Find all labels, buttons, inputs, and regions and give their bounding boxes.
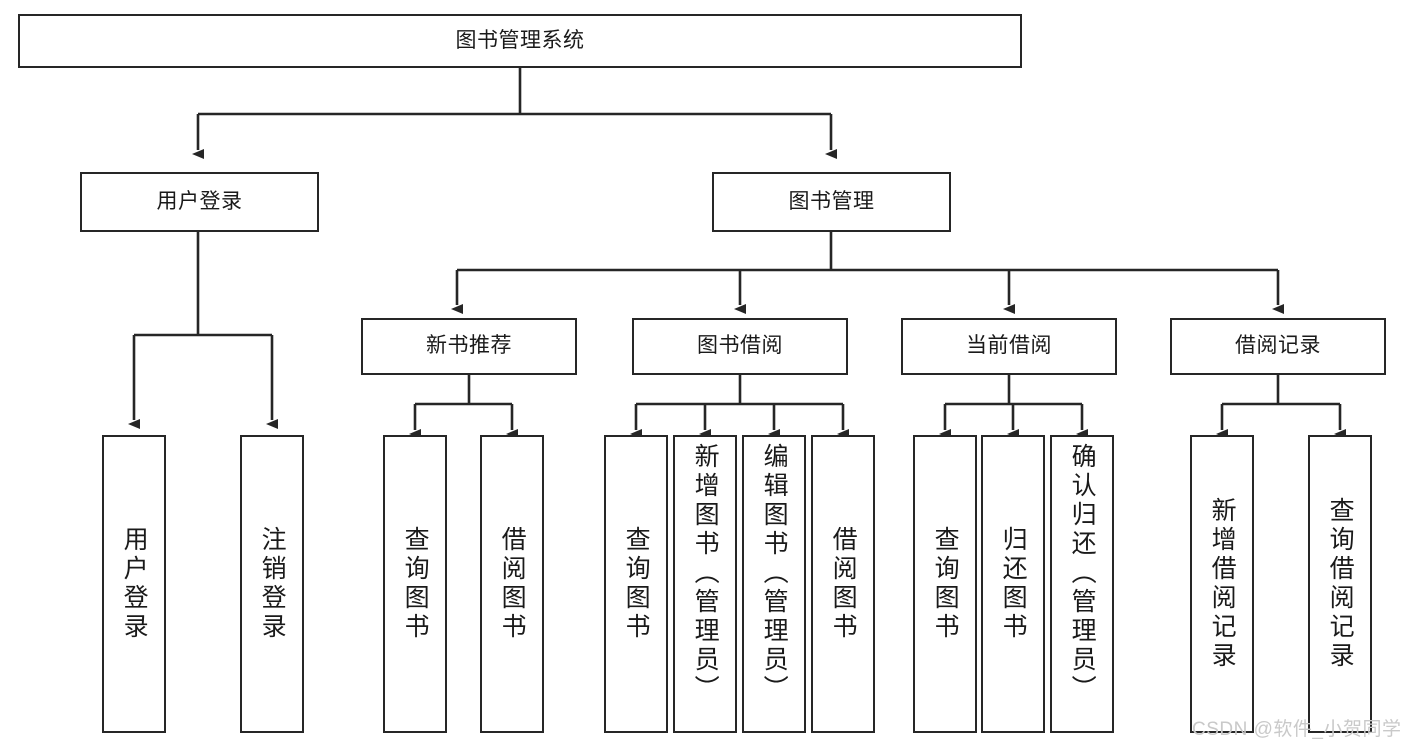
node-label: 查询借阅记录 — [1326, 497, 1355, 671]
leaf-logout[interactable]: 注销登录 — [240, 435, 304, 733]
node-label: 注销登录 — [258, 526, 287, 642]
csdn-watermark: CSDN @软件_小贺同学 — [1192, 719, 1402, 740]
node-label: 借阅记录 — [1235, 334, 1321, 358]
leaf-query-borrow-record[interactable]: 查询借阅记录 — [1308, 435, 1372, 733]
node-new-book-recommend[interactable]: 新书推荐 — [361, 318, 577, 375]
node-label: 确认归还（管理员） — [1068, 443, 1097, 704]
node-current-borrow[interactable]: 当前借阅 — [901, 318, 1117, 375]
node-label: 当前借阅 — [966, 334, 1052, 358]
node-label: 查询图书 — [622, 526, 651, 642]
leaf-user-login[interactable]: 用户登录 — [102, 435, 166, 733]
node-label: 归还图书 — [999, 526, 1028, 642]
node-label: 用户登录 — [156, 189, 243, 213]
node-book-borrow[interactable]: 图书借阅 — [632, 318, 848, 375]
node-label: 查询图书 — [931, 526, 960, 642]
leaf-add-book-admin[interactable]: 新增图书（管理员） — [673, 435, 737, 733]
leaf-query-book-borrow[interactable]: 查询图书 — [604, 435, 668, 733]
leaf-add-borrow-record[interactable]: 新增借阅记录 — [1190, 435, 1254, 733]
node-label: 借阅图书 — [829, 526, 858, 642]
node-label: 借阅图书 — [498, 526, 527, 642]
node-label: 查询图书 — [401, 526, 430, 642]
node-root-book-management-system[interactable]: 图书管理系统 — [18, 14, 1022, 68]
leaf-query-book-current[interactable]: 查询图书 — [913, 435, 977, 733]
leaf-borrow-book[interactable]: 借阅图书 — [811, 435, 875, 733]
node-label: 图书借阅 — [697, 334, 783, 358]
node-book-management[interactable]: 图书管理 — [712, 172, 951, 232]
node-label: 图书管理系统 — [455, 28, 585, 52]
leaf-return-book[interactable]: 归还图书 — [981, 435, 1045, 733]
leaf-query-book-recommend[interactable]: 查询图书 — [383, 435, 447, 733]
leaf-borrow-book-recommend[interactable]: 借阅图书 — [480, 435, 544, 733]
node-user-login[interactable]: 用户登录 — [80, 172, 319, 232]
node-label: 新书推荐 — [426, 334, 512, 358]
leaf-confirm-return-admin[interactable]: 确认归还（管理员） — [1050, 435, 1114, 733]
node-borrow-record[interactable]: 借阅记录 — [1170, 318, 1386, 375]
node-label: 用户登录 — [120, 526, 149, 642]
leaf-edit-book-admin[interactable]: 编辑图书（管理员） — [742, 435, 806, 733]
node-label: 编辑图书（管理员） — [760, 443, 789, 704]
node-label: 图书管理 — [788, 189, 875, 213]
node-label: 新增图书（管理员） — [691, 443, 720, 704]
node-label: 新增借阅记录 — [1208, 497, 1237, 671]
